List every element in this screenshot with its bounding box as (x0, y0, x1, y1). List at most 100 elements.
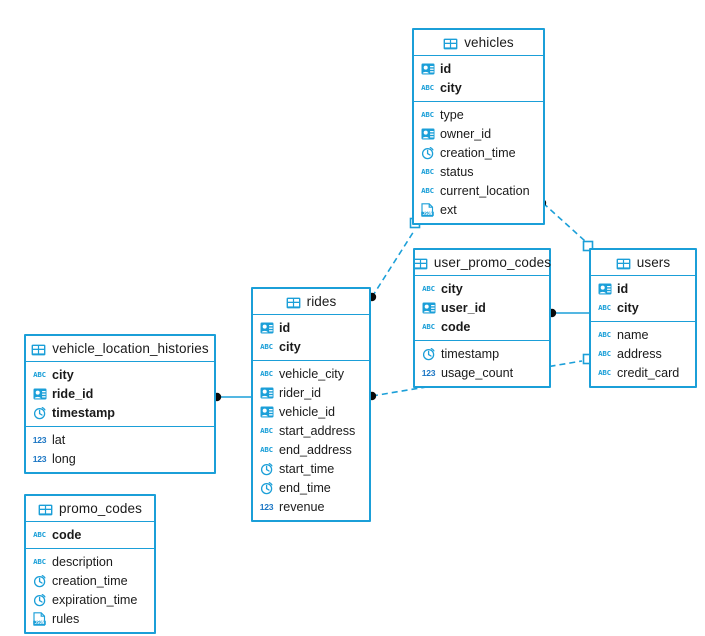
uuid-type-icon (597, 282, 612, 296)
field-label: start_address (279, 423, 356, 438)
table-header-promo_codes[interactable]: promo_codes (26, 496, 154, 522)
field-row[interactable]: vehicle_id (253, 402, 369, 421)
svg-text:JSON: JSON (35, 620, 45, 625)
field-row[interactable]: start_time (253, 459, 369, 478)
primary-key-row[interactable]: ABC code (26, 525, 154, 544)
field-label: rider_id (279, 385, 321, 400)
field-label: expiration_time (52, 592, 138, 607)
table-header-user_promo_codes[interactable]: user_promo_codes (413, 250, 551, 276)
uuid-type-icon (421, 301, 436, 315)
number-type-icon: 123 (259, 501, 274, 512)
field-row[interactable]: expiration_time (26, 590, 154, 609)
field-label: credit_card (617, 365, 680, 380)
table-title: vehicles (464, 35, 514, 50)
table-grid-icon (413, 257, 428, 269)
primary-key-row[interactable]: id (414, 59, 543, 78)
field-label: city (617, 300, 639, 315)
field-label: long (52, 451, 76, 466)
primary-key-row[interactable]: user_id (415, 298, 549, 317)
table-header-rides[interactable]: rides (253, 289, 369, 315)
field-label: creation_time (52, 573, 128, 588)
json-type-icon: JSON (420, 202, 435, 217)
field-row[interactable]: creation_time (26, 571, 154, 590)
field-row[interactable]: owner_id (414, 124, 543, 143)
table-grid-icon (38, 503, 53, 515)
field-label: address (617, 346, 662, 361)
primary-key-row[interactable]: timestamp (26, 403, 214, 422)
relationship-vlh-to-rides[interactable] (212, 392, 251, 402)
svg-text:JSON: JSON (423, 211, 433, 216)
field-label: status (440, 164, 474, 179)
table-title: promo_codes (59, 501, 142, 516)
primary-key-row[interactable]: ride_id (26, 384, 214, 403)
uuid-type-icon (259, 386, 274, 400)
primary-key-row[interactable]: id (591, 279, 695, 298)
table-title: vehicle_location_histories (52, 341, 209, 356)
table-title: users (636, 255, 671, 270)
string-type-icon: ABC (598, 303, 611, 312)
timestamp-type-icon (32, 406, 47, 420)
table-header-vehicles[interactable]: vehicles (414, 30, 543, 56)
field-label: start_time (279, 461, 335, 476)
string-type-icon: ABC (33, 530, 46, 539)
uuid-type-icon (32, 387, 47, 401)
relationship-upc-to-users[interactable] (547, 308, 589, 318)
uuid-type-icon (420, 62, 435, 76)
table-header-vehicle_location_histories[interactable]: vehicle_location_histories (26, 336, 214, 362)
field-label: city (441, 281, 463, 296)
primary-key-row[interactable]: ABC city (591, 298, 695, 317)
field-row[interactable]: timestamp (415, 344, 549, 363)
field-row[interactable]: end_time (253, 478, 369, 497)
field-label: city (279, 339, 301, 354)
primary-key-row[interactable]: id (253, 318, 369, 337)
field-label: end_time (279, 480, 331, 495)
string-type-icon: ABC (421, 167, 434, 176)
table-grid-icon (443, 37, 458, 49)
field-row[interactable]: ABC status (414, 162, 543, 181)
relationship-vehicles-to-users[interactable] (537, 198, 594, 252)
string-type-icon: ABC (33, 370, 46, 379)
field-label: name (617, 327, 649, 342)
relationship-rides-to-vehicles[interactable] (367, 217, 421, 302)
field-row[interactable]: creation_time (414, 143, 543, 162)
table-title: rides (306, 294, 337, 309)
field-label: usage_count (441, 365, 514, 380)
field-label: code (52, 527, 82, 542)
field-row[interactable]: rider_id (253, 383, 369, 402)
field-label: timestamp (441, 346, 500, 361)
table-grid-icon (286, 296, 301, 308)
table-header-users[interactable]: users (591, 250, 695, 276)
field-label: user_id (441, 300, 486, 315)
field-label: id (279, 320, 291, 335)
